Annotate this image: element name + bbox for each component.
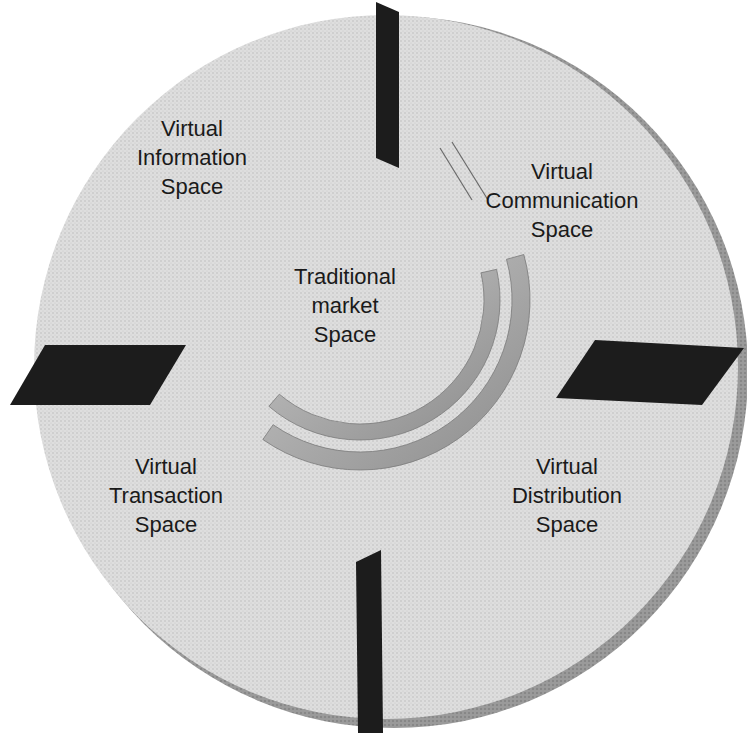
divider-plate: [10, 345, 186, 405]
curved-band: [263, 255, 530, 470]
divider-plate: [356, 550, 383, 733]
region-label: Traditional market Space: [294, 262, 396, 349]
region-label: Virtual Information Space: [137, 114, 247, 201]
arc-line: [440, 148, 472, 200]
region-label: Virtual Distribution Space: [512, 452, 622, 539]
arc-line: [452, 142, 488, 200]
region-label: Virtual Transaction Space: [109, 452, 223, 539]
divider-plate: [376, 2, 399, 168]
divider-plate: [556, 340, 744, 405]
region-label: Virtual Communication Space: [486, 157, 639, 244]
arc-group: [263, 255, 530, 470]
